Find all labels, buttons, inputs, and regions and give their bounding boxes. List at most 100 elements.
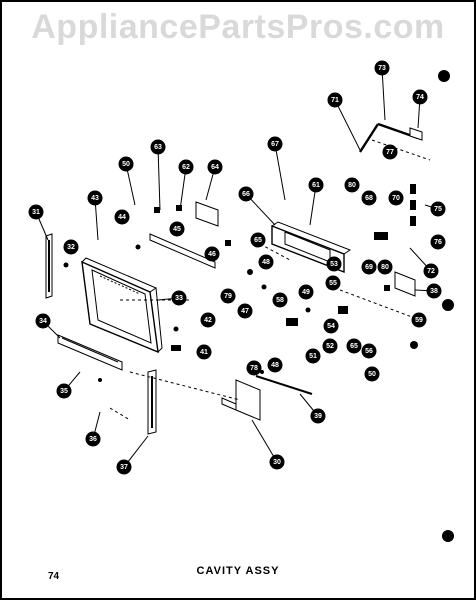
- callout-bubble: [374, 60, 390, 76]
- callout-49: 49: [298, 284, 314, 300]
- callout-label: 56: [365, 348, 373, 355]
- part-top-rail: [149, 233, 216, 269]
- callout-32: 32: [63, 239, 79, 255]
- callout-bubble: [272, 292, 288, 308]
- callout-37: 37: [116, 459, 132, 475]
- callout-bubble: [220, 288, 236, 304]
- callout-bubble: [28, 204, 44, 220]
- callout-bubble: [118, 156, 134, 172]
- callout-bubble: [305, 348, 321, 364]
- callout-bubble: [346, 338, 362, 354]
- callout-bubble: [169, 221, 185, 237]
- guide-lines: [109, 139, 431, 421]
- callout-bubble: [322, 338, 338, 354]
- callout-43: 43: [87, 190, 103, 206]
- callout-33: 33: [171, 290, 187, 306]
- callout-65: 65: [346, 338, 362, 354]
- callout-label: 48: [262, 259, 270, 266]
- callout-73: 73: [374, 60, 390, 76]
- callout-bubble: [258, 254, 274, 270]
- callout-bubble: [267, 136, 283, 152]
- callout-label: 64: [211, 164, 219, 171]
- callout-label: 51: [309, 353, 317, 360]
- part-base-stand: [235, 379, 261, 421]
- callout-label: 68: [365, 195, 373, 202]
- callout-label: 53: [330, 261, 338, 268]
- callout-bubble: [377, 259, 393, 275]
- callout-64: 64: [207, 159, 223, 175]
- callout-71: 71: [327, 92, 343, 108]
- callout-50: 50: [118, 156, 134, 172]
- callout-bubble: [310, 408, 326, 424]
- callout-38: 38: [426, 283, 442, 299]
- part-clip: [409, 127, 423, 141]
- callout-48: 48: [267, 357, 283, 373]
- part-long-rod: [255, 375, 313, 395]
- callout-bubble: [382, 144, 398, 160]
- callout-bubble: [56, 383, 72, 399]
- callout-bubble: [267, 357, 283, 373]
- callout-label: 73: [378, 65, 386, 72]
- callout-label: 50: [122, 161, 130, 168]
- callout-bubble: [364, 366, 380, 382]
- callout-bubble: [114, 209, 130, 225]
- callout-label: 32: [67, 244, 75, 251]
- callout-label: 49: [302, 289, 310, 296]
- callout-bubble: [326, 256, 342, 272]
- callout-63: 63: [150, 139, 166, 155]
- registration-dot-middle: [442, 299, 454, 311]
- callout-80: 80: [377, 259, 393, 275]
- callout-bubble: [430, 234, 446, 250]
- callout-bubble: [412, 89, 428, 105]
- callout-label: 71: [331, 97, 339, 104]
- callout-label: 36: [89, 436, 97, 443]
- small-hardware: [63, 184, 418, 382]
- callout-68: 68: [361, 190, 377, 206]
- callout-56: 56: [361, 343, 377, 359]
- callout-53: 53: [326, 256, 342, 272]
- callout-bubble: [63, 239, 79, 255]
- callout-bubble: [116, 459, 132, 475]
- callout-label: 31: [32, 209, 40, 216]
- callout-label: 41: [200, 349, 208, 356]
- callout-bubble: [250, 232, 266, 248]
- callout-51: 51: [305, 348, 321, 364]
- callout-label: 79: [224, 293, 232, 300]
- callout-bubble: [237, 303, 253, 319]
- callout-label: 80: [381, 264, 389, 271]
- callout-label: 72: [427, 268, 435, 275]
- part-fan-bracket-right: [394, 271, 416, 297]
- callout-46: 46: [204, 246, 220, 262]
- callout-45: 45: [169, 221, 185, 237]
- callout-bubble: [207, 159, 223, 175]
- registration-dot-bottom: [442, 530, 454, 542]
- callout-label: 76: [434, 239, 442, 246]
- part-fan-bracket: [195, 201, 219, 227]
- callout-31: 31: [28, 204, 44, 220]
- callout-label: 69: [365, 264, 373, 271]
- callout-bubble: [35, 313, 51, 329]
- callout-label: 45: [173, 226, 181, 233]
- callout-label: 59: [415, 317, 423, 324]
- callout-label: 65: [350, 343, 358, 350]
- callout-80: 80: [344, 177, 360, 193]
- callout-76: 76: [430, 234, 446, 250]
- callout-label: 63: [154, 144, 162, 151]
- callout-label: 74: [416, 94, 424, 101]
- registration-dot-top: [438, 70, 450, 82]
- callout-39: 39: [310, 408, 326, 424]
- callout-67: 67: [267, 136, 283, 152]
- callout-label: 66: [242, 191, 250, 198]
- callout-bubble: [85, 431, 101, 447]
- callout-35: 35: [56, 383, 72, 399]
- callout-label: 78: [250, 365, 258, 372]
- callout-bubble: [308, 177, 324, 193]
- callout-label: 77: [386, 149, 394, 156]
- callout-label: 37: [120, 464, 128, 471]
- callout-label: 58: [276, 297, 284, 304]
- callout-label: 43: [91, 195, 99, 202]
- callout-bubble: [238, 186, 254, 202]
- callout-label: 80: [348, 182, 356, 189]
